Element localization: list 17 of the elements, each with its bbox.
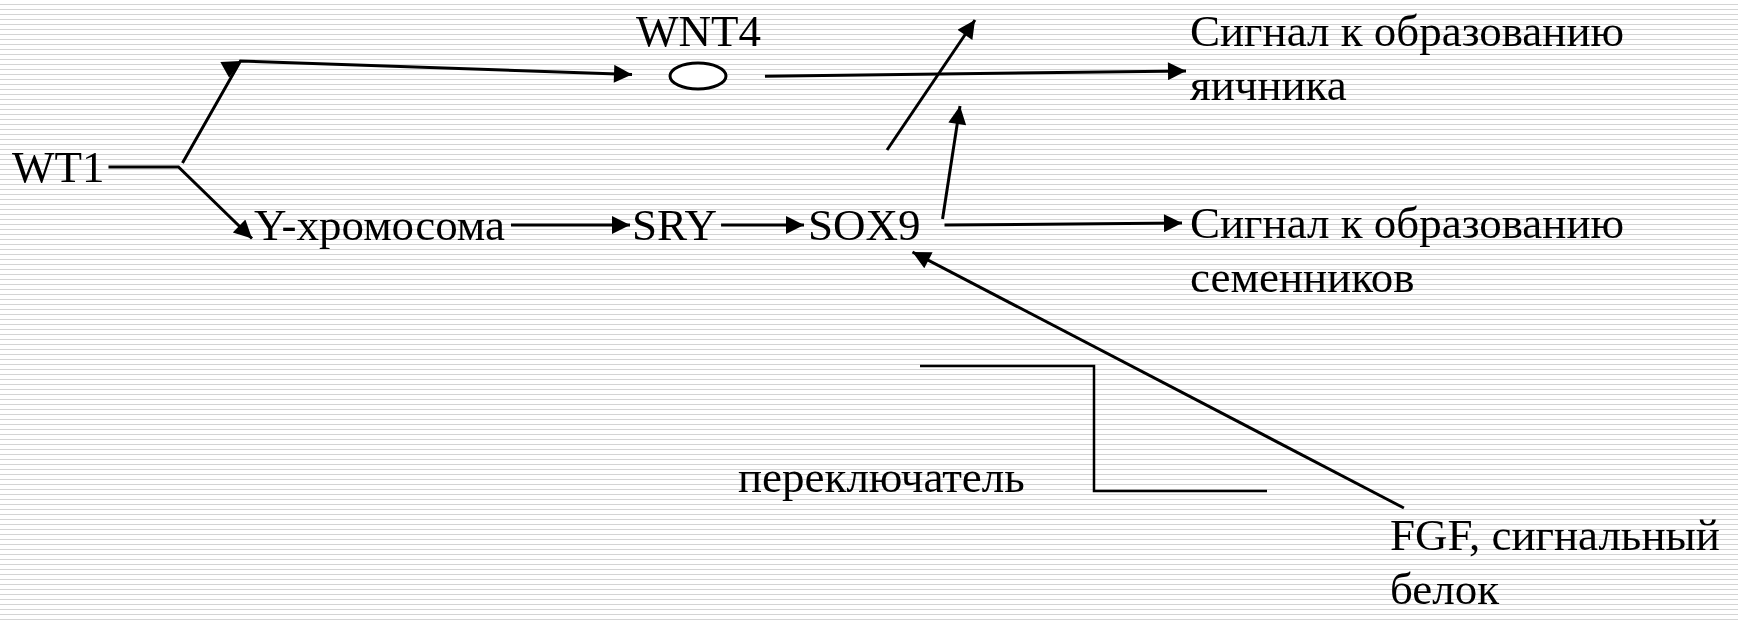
node-label: FGF, сигнальный белок: [1386, 508, 1738, 616]
node-label: Сигнал к образованию семенников: [1186, 196, 1654, 304]
arrow: [944, 214, 1182, 233]
arrow: [181, 59, 633, 164]
node-label: SRY: [628, 198, 722, 252]
arrow: [764, 62, 1186, 81]
arrow: [911, 250, 1405, 510]
switch-label: переключатель: [738, 451, 1025, 504]
gene-name: WNT4: [636, 5, 761, 58]
node-label: SOX9: [804, 198, 925, 252]
node-label: WT1: [8, 140, 109, 194]
arrow: [941, 105, 967, 220]
node-label: Y-хромосома: [250, 198, 509, 252]
node-label: Сигнал к образованию яичника: [1186, 4, 1654, 112]
arrow: [108, 165, 254, 240]
arrow: [511, 216, 630, 234]
arrow: [721, 216, 804, 234]
